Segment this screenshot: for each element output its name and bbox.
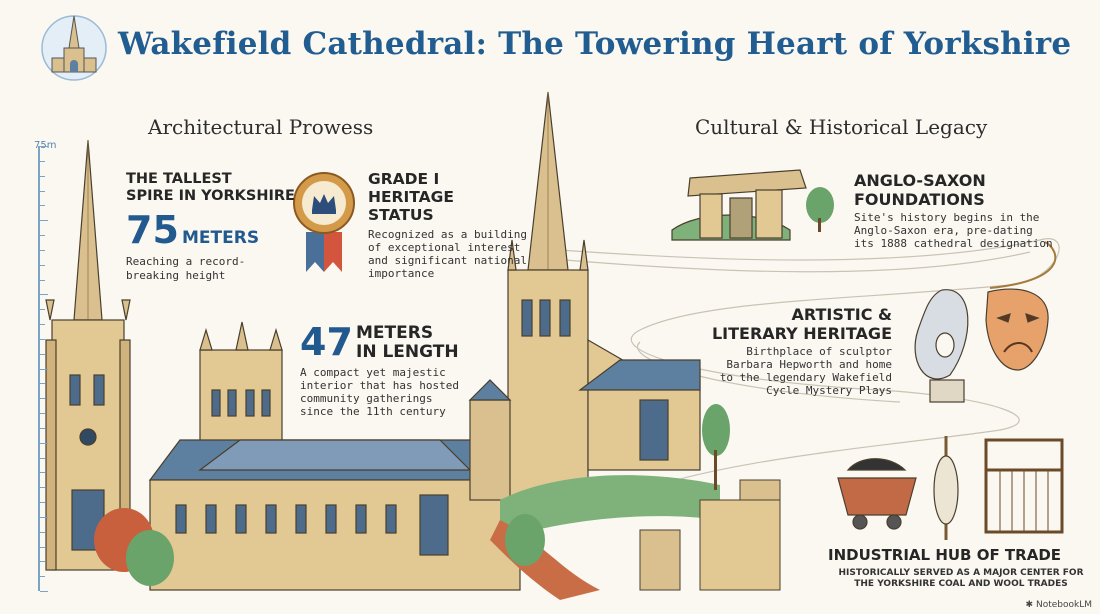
heritage-desc-line2: of exceptional interest bbox=[368, 241, 521, 254]
scale-tick bbox=[40, 502, 45, 503]
scale-tick bbox=[40, 531, 45, 533]
length-value: 47 bbox=[300, 320, 353, 364]
length-desc-line3: community gatherings bbox=[300, 392, 433, 405]
footer-credit-text: NotebookLM bbox=[1035, 600, 1092, 610]
scale-tick bbox=[40, 472, 45, 474]
industrial-title: INDUSTRIAL HUB OF TRADE bbox=[828, 546, 1062, 564]
scale-tick bbox=[40, 324, 45, 325]
anglo-saxon-desc-line1: Site's history begins in the bbox=[854, 211, 1040, 224]
anglo-saxon-title-line2: Foundations bbox=[854, 190, 985, 209]
scale-tick bbox=[40, 190, 45, 192]
anglo-saxon-desc-line2: Anglo-Saxon era, pre-dating bbox=[854, 224, 1033, 237]
spire-height-unit: meters bbox=[182, 228, 260, 248]
spire-tower-illustration bbox=[45, 139, 131, 571]
scale-tick bbox=[40, 160, 45, 162]
scale-tick bbox=[40, 368, 48, 370]
scale-tick bbox=[40, 487, 45, 489]
heritage-desc-line4: importance bbox=[368, 267, 435, 280]
scale-tick bbox=[40, 353, 45, 355]
scale-top-label: 75m bbox=[34, 140, 56, 151]
artistic-desc-line3: to the legendary Wakefield bbox=[719, 371, 892, 384]
nave-illustration bbox=[148, 439, 521, 591]
scale-tick bbox=[40, 294, 48, 296]
coal-cart-icon bbox=[837, 458, 917, 530]
length-desc-line2: interior that has hosted bbox=[300, 379, 459, 392]
scale-tick bbox=[40, 457, 45, 459]
scale-tick bbox=[40, 264, 45, 266]
scale-tick bbox=[40, 546, 45, 548]
spire-label-line1: The tallest bbox=[126, 171, 232, 187]
sculpture-icon bbox=[914, 289, 969, 403]
scale-tick bbox=[40, 220, 48, 222]
page-title: Wakefield Cathedral: The Towering Heart … bbox=[118, 26, 1072, 62]
scale-tick bbox=[40, 235, 45, 236]
scale-tick bbox=[40, 205, 45, 207]
scale-tick bbox=[40, 175, 45, 177]
scale-tick bbox=[40, 309, 45, 311]
scale-tick bbox=[40, 338, 45, 340]
artistic-desc-line1: Birthplace of sculptor bbox=[746, 345, 892, 358]
height-scale-ruler bbox=[38, 146, 40, 591]
theatre-mask-icon bbox=[985, 288, 1049, 371]
heritage-desc-line3: and significant national bbox=[368, 254, 527, 267]
section-heading-cultural: Cultural & Historical Legacy bbox=[695, 115, 988, 139]
scale-tick bbox=[40, 413, 45, 414]
scale-tick bbox=[40, 576, 45, 578]
length-unit-line1: meters bbox=[356, 323, 434, 343]
scale-tick bbox=[40, 442, 48, 444]
swirl-path-decoration bbox=[559, 238, 1060, 501]
notebook-logo-icon: ✱ bbox=[1025, 600, 1034, 610]
heritage-title-line2: Heritage bbox=[368, 188, 454, 206]
landscape-decoration bbox=[94, 187, 834, 600]
scale-tick bbox=[40, 146, 48, 147]
anglo-saxon-desc-line3: its 1888 cathedral designation bbox=[854, 237, 1053, 250]
industrial-desc-line1: Historically served as a major center fo… bbox=[838, 568, 1084, 578]
footer-credit: ✱ NotebookLM bbox=[1026, 600, 1092, 610]
scale-tick bbox=[40, 516, 48, 518]
artistic-title-line1: Artistic & bbox=[791, 305, 892, 324]
artistic-title-line2: Literary Heritage bbox=[711, 324, 892, 343]
scale-tick bbox=[40, 591, 48, 592]
industrial-desc: Historically served as a major center fo… bbox=[826, 568, 1096, 590]
scale-tick bbox=[40, 279, 45, 281]
wool-spool-icon bbox=[933, 436, 959, 540]
stone-ruin-illustration bbox=[639, 479, 781, 591]
anglo-saxon-title-line1: Anglo-Saxon bbox=[854, 171, 986, 190]
spire-desc-line2: breaking height bbox=[126, 269, 226, 282]
scale-tick bbox=[40, 383, 45, 385]
spire-height-value: 75 bbox=[126, 208, 179, 252]
heritage-title-line1: Grade I bbox=[368, 170, 440, 188]
artistic-desc-line2: Barbara Hepworth and home bbox=[726, 358, 892, 371]
main-spire-illustration bbox=[468, 91, 701, 501]
spire-label-line2: spire in Yorkshire bbox=[126, 188, 295, 204]
weaving-loom-icon bbox=[984, 438, 1064, 534]
spire-desc-line1: Reaching a record- bbox=[126, 255, 246, 268]
scale-tick bbox=[40, 398, 45, 400]
length-unit-line2: in length bbox=[356, 342, 459, 362]
heritage-title-line3: Status bbox=[368, 206, 434, 224]
scale-tick bbox=[40, 561, 45, 563]
length-desc-line1: A compact yet majestic bbox=[300, 366, 446, 379]
scale-tick bbox=[40, 249, 45, 251]
heritage-desc-line1: Recognized as a building bbox=[368, 228, 527, 241]
scale-tick bbox=[40, 427, 45, 429]
industrial-desc-line2: the Yorkshire coal and wool trades bbox=[854, 579, 1068, 589]
cathedral-logo-icon bbox=[41, 15, 107, 81]
artistic-desc-line4: Cycle Mystery Plays bbox=[766, 384, 892, 397]
section-heading-architectural: Architectural Prowess bbox=[148, 115, 374, 139]
grade-one-badge-icon bbox=[293, 172, 355, 272]
dolmen-icon bbox=[671, 169, 807, 241]
length-desc-line4: since the 11th century bbox=[300, 405, 446, 418]
